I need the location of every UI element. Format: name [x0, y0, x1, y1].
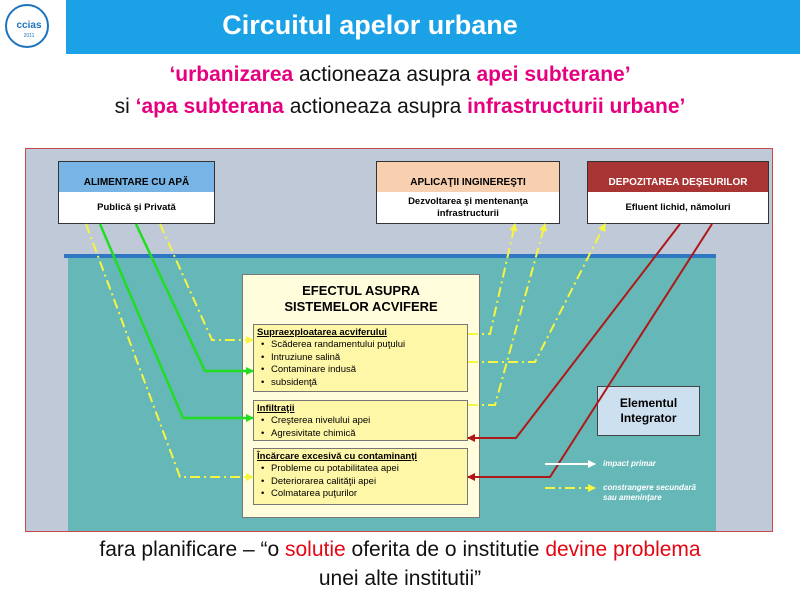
impact-box-infiltratii: Infiltraţii Creşterea nivelului apei Agr… [253, 400, 468, 441]
intro-infrastructurii: infrastructurii urbane’ [467, 95, 686, 118]
box-depozitarea-header: DEPOZITAREA DEŞEURILOR [588, 162, 768, 192]
box-aplicatii-header: APLICAŢII INGINEREŞTI [377, 162, 559, 192]
legend-secondary-line1: constrangere secundară [603, 483, 696, 492]
intro-apei-subterane: apei subterane’ [476, 63, 631, 86]
intro-line-1: ‘urbanizarea actioneaza asupra apei subt… [0, 63, 800, 87]
impact-item: subsidenţă [261, 377, 464, 390]
logo-circle-icon: ccias 2011 [5, 4, 49, 48]
integrator-line2: Integrator [620, 411, 677, 425]
footer-line-1: fara planificare – “o solutie oferita de… [0, 538, 800, 562]
green-line-to-infiltratii [98, 223, 254, 422]
box-aplicatii: APLICAŢII INGINEREŞTI Dezvoltarea şi men… [376, 161, 560, 224]
red-line-to-infiltratii [467, 223, 681, 442]
impact-item: Probleme cu potabilitatea apei [261, 463, 464, 476]
intro-si: si [114, 95, 136, 118]
header: ccias 2011 Circuitul apelor urbane [0, 0, 800, 54]
yellow-line-alim-to-contaminanti [85, 223, 254, 481]
impact-item: Agresivitate chimică [261, 428, 464, 441]
impact-box-supraexploatare: Supraexploatarea acviferului Scăderea ra… [253, 324, 468, 392]
impact-item: Intruziune salină [261, 352, 464, 365]
intro-urbanizarea: urbanizarea [175, 63, 294, 86]
yellow-line-to-aplicatii-2 [468, 223, 547, 406]
box-aplicatii-body-line1: Dezvoltarea şi mentenanţa [408, 195, 528, 207]
box-alimentare-header: ALIMENTARE CU APĂ [59, 162, 214, 192]
water-table-line [64, 254, 716, 258]
footer-part-1: fara planificare – “o [99, 538, 285, 561]
impact-item: Colmatarea puţurilor [261, 488, 464, 501]
page-title: Circuitul apelor urbane [222, 10, 518, 40]
logo: ccias 2011 [0, 0, 58, 54]
center-title-line2: SISTEMELOR ACVIFERE [284, 299, 438, 314]
box-depozitarea-body: Efluent lichid, nămoluri [625, 201, 731, 213]
intro-verb-1: actioneaza asupra [293, 63, 477, 86]
intro-quote-open: ‘ [169, 63, 176, 86]
intro-line-2: si ‘apa subterana actioneaza asupra infr… [0, 95, 800, 119]
logo-sub: 2011 [23, 33, 35, 39]
impact-heading: Supraexploatarea acviferului [257, 327, 387, 338]
impact-item: Scăderea randamentului puţului [261, 339, 464, 352]
center-title: EFECTUL ASUPRA SISTEMELOR ACVIFERE [242, 283, 480, 315]
yellow-line-alim-to-supraexploatare [159, 223, 254, 344]
red-line-to-contaminanti [467, 223, 713, 481]
green-line-to-supraexploatare [134, 223, 254, 375]
integrator-line1: Elementul [619, 396, 678, 410]
title-bar [60, 0, 800, 54]
legend-secondary-label: constrangere secundară sau ameninţare [603, 483, 696, 503]
logo-text: ccias [16, 20, 42, 31]
impact-item: Contaminare indusă [261, 364, 464, 377]
footer-devine-problema: devine problema [545, 538, 701, 561]
legend-primary-label: impact primar [603, 459, 656, 468]
box-depozitarea: DEPOZITAREA DEŞEURILOR Efluent lichid, n… [587, 161, 769, 224]
impact-heading: Încărcare excesivă cu contaminanţi [257, 451, 417, 462]
footer-solutie: solutie [285, 538, 346, 561]
box-alimentare: ALIMENTARE CU APĂ Publică şi Privată [58, 161, 215, 224]
center-title-line1: EFECTUL ASUPRA [302, 283, 420, 298]
footer-line-2: unei alte institutii” [318, 567, 482, 590]
yellow-line-to-aplicatii-1 [468, 223, 518, 335]
yellow-line-to-depozitarea [468, 223, 606, 363]
impact-heading: Infiltraţii [257, 403, 295, 414]
intro-verb-2: actioneaza asupra [283, 95, 468, 118]
footer-part-2: oferita de o institutie [345, 538, 546, 561]
impact-item: Deteriorarea calităţii apei [261, 476, 464, 489]
legend-secondary-line2: sau ameninţare [603, 493, 662, 502]
intro-apa-subterana: ‘apa subterana [135, 95, 284, 118]
title-stripe [60, 0, 66, 54]
box-aplicatii-body-line2: infrastructurii [437, 207, 499, 219]
box-alimentare-body: Publică şi Privată [97, 201, 176, 213]
impact-item: Creşterea nivelului apei [261, 415, 464, 428]
